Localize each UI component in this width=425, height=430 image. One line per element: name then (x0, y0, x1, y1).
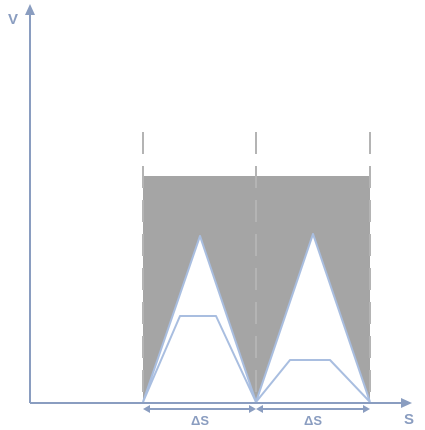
y-axis-arrow-icon (25, 4, 35, 15)
profile-triangle-right (255, 233, 371, 403)
interval-label-left: ΔS (191, 413, 209, 428)
interval-arrowhead-right-end-icon (363, 405, 370, 413)
profile-trapezoid-left (142, 315, 257, 403)
interval-arrowhead-right-start-icon (256, 405, 263, 413)
shaded-region-right (256, 176, 370, 402)
shaded-region-left (143, 176, 256, 402)
x-axis-arrow-icon (401, 398, 412, 408)
x-axis-label: S (404, 411, 414, 428)
y-axis-label: V (8, 11, 18, 28)
interval-arrowhead-left-start-icon (143, 405, 150, 413)
interval-label-right: ΔS (304, 413, 322, 428)
profile-trapezoid-right (255, 359, 371, 403)
profile-triangle-left (142, 235, 257, 403)
interval-arrowhead-left-end-icon (249, 405, 256, 413)
